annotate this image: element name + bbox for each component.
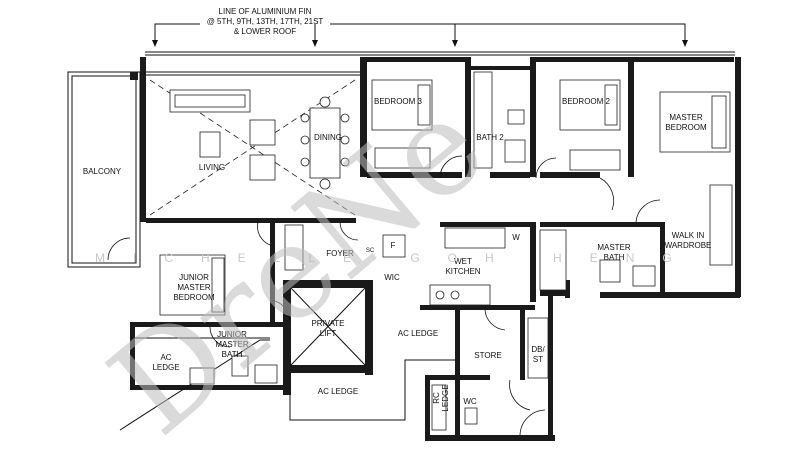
label-wet-2: KITCHEN [445, 267, 480, 276]
lift-cross [290, 287, 366, 366]
label-wet-1: WET [454, 257, 472, 266]
label-rc-ledge-2: LEDGE [441, 384, 450, 411]
label-wc: WC [463, 397, 477, 406]
room-labels: BALCONY LIVING DINING BEDROOM 3 BATH 2 B… [83, 97, 712, 412]
label-rc-ledge-1: RC [432, 392, 441, 404]
label-ac-ledge-l-2: LEDGE [152, 363, 179, 372]
label-lift-1: PRIVATE [311, 319, 344, 328]
label-dbst-1: DB/ [531, 345, 545, 354]
label-wiw-2: WARDROBE [665, 241, 712, 250]
label-master-bedroom-1: MASTER [669, 113, 703, 122]
label-master-bedroom-2: BEDROOM [665, 123, 707, 132]
note-line-2: @ 5TH, 9TH, 13TH, 17TH, 21ST [207, 17, 324, 26]
label-bath2: BATH 2 [476, 133, 504, 142]
walls [67, 57, 741, 441]
label-dbst-2: ST [533, 355, 543, 364]
label-jmb-2: MASTER [215, 340, 249, 349]
door-swings [107, 155, 661, 436]
label-junior-3: BEDROOM [173, 293, 215, 302]
label-balcony: BALCONY [83, 167, 122, 176]
label-jmb-1: JUNIOR [217, 330, 247, 339]
label-master-bath-1: MASTER [597, 243, 631, 252]
label-f: F [391, 241, 396, 250]
label-master-bath-2: BATH [604, 253, 625, 262]
label-bedroom3: BEDROOM 3 [374, 97, 423, 106]
label-jmb-3: BATH [222, 350, 243, 359]
label-lift-2: LIFT [320, 329, 337, 338]
note-line-1: LINE OF ALUMINIUM FIN [219, 7, 312, 16]
label-store: STORE [474, 351, 501, 360]
watermark-small: MICHELLE GOH HENG [95, 251, 700, 265]
label-junior-2: MASTER [177, 283, 211, 292]
label-junior-1: JUNIOR [179, 273, 209, 282]
note-line-3: & LOWER ROOF [234, 27, 296, 36]
label-ac-ledge-mid: AC LEDGE [398, 329, 438, 338]
label-dining: DINING [314, 133, 342, 142]
label-w: W [512, 233, 520, 242]
furniture [159, 71, 733, 431]
label-foyer: FOYER [326, 249, 354, 258]
label-bedroom2: BEDROOM 2 [562, 97, 611, 106]
label-sc: SC [366, 248, 375, 254]
label-living: LIVING [199, 163, 225, 172]
aluminium-fin-note: LINE OF ALUMINIUM FIN @ 5TH, 9TH, 13TH, … [152, 7, 688, 47]
label-ac-ledge-l-1: AC [160, 353, 171, 362]
label-wic: WIC [384, 273, 400, 282]
label-wiw-1: WALK IN [672, 231, 705, 240]
label-ac-ledge-bottom: AC LEDGE [318, 387, 358, 396]
